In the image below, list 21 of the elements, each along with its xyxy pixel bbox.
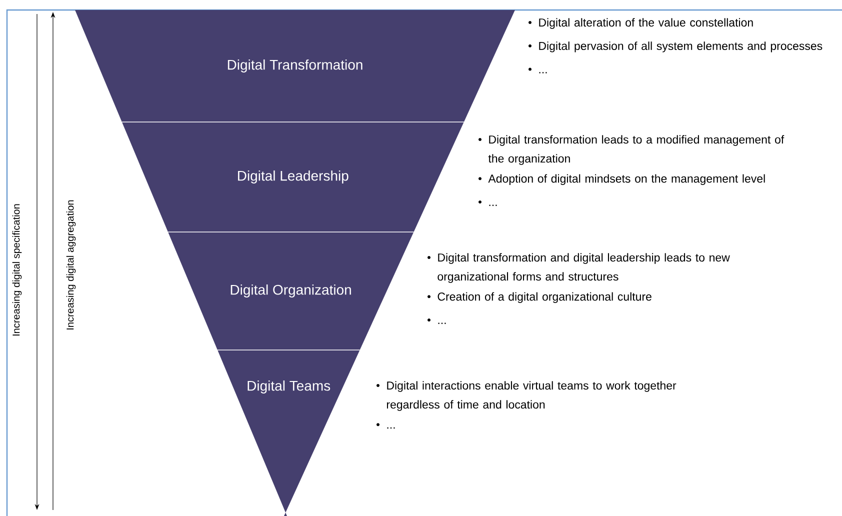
bullet-item: Adoption of digital mindsets on the management level [478, 174, 765, 185]
funnel-band: Digital Transformation [75, 10, 515, 122]
funnel-band: Digital Organization [168, 232, 414, 350]
bullet-item: ... [376, 423, 395, 429]
node-label: Digital Transformation [228, 59, 362, 73]
node-label: Digital Organization [230, 284, 351, 298]
bullet-item: ... [528, 68, 547, 74]
bullet-item: Digital alteration of the value constellation [528, 18, 753, 29]
node-label: Digital Teams [248, 380, 330, 394]
bullet-item: ... [428, 318, 446, 324]
bullet-item: Digital transformation leads to a modified management of the organization [478, 135, 784, 165]
bullet-item: Digital interactions enable virtual teams to work together regardless of time and location [376, 381, 676, 411]
bullet-item: Creation of a digital organizational culture [428, 292, 652, 303]
bullet-item: Digital transformation and digital leadership leads to new organizational forms and structures [428, 253, 730, 283]
bullet-item: Digital pervasion of all system elements and processes [528, 42, 822, 52]
axis-label: Increasing digital specification [12, 204, 22, 336]
funnel-band: Digital Teams [218, 350, 360, 516]
node-label: Digital Leadership [238, 170, 348, 184]
axis-label: Increasing digital aggregation [66, 200, 76, 330]
bullet-item: ... [478, 200, 497, 206]
funnel-band: Digital Leadership [122, 122, 464, 232]
